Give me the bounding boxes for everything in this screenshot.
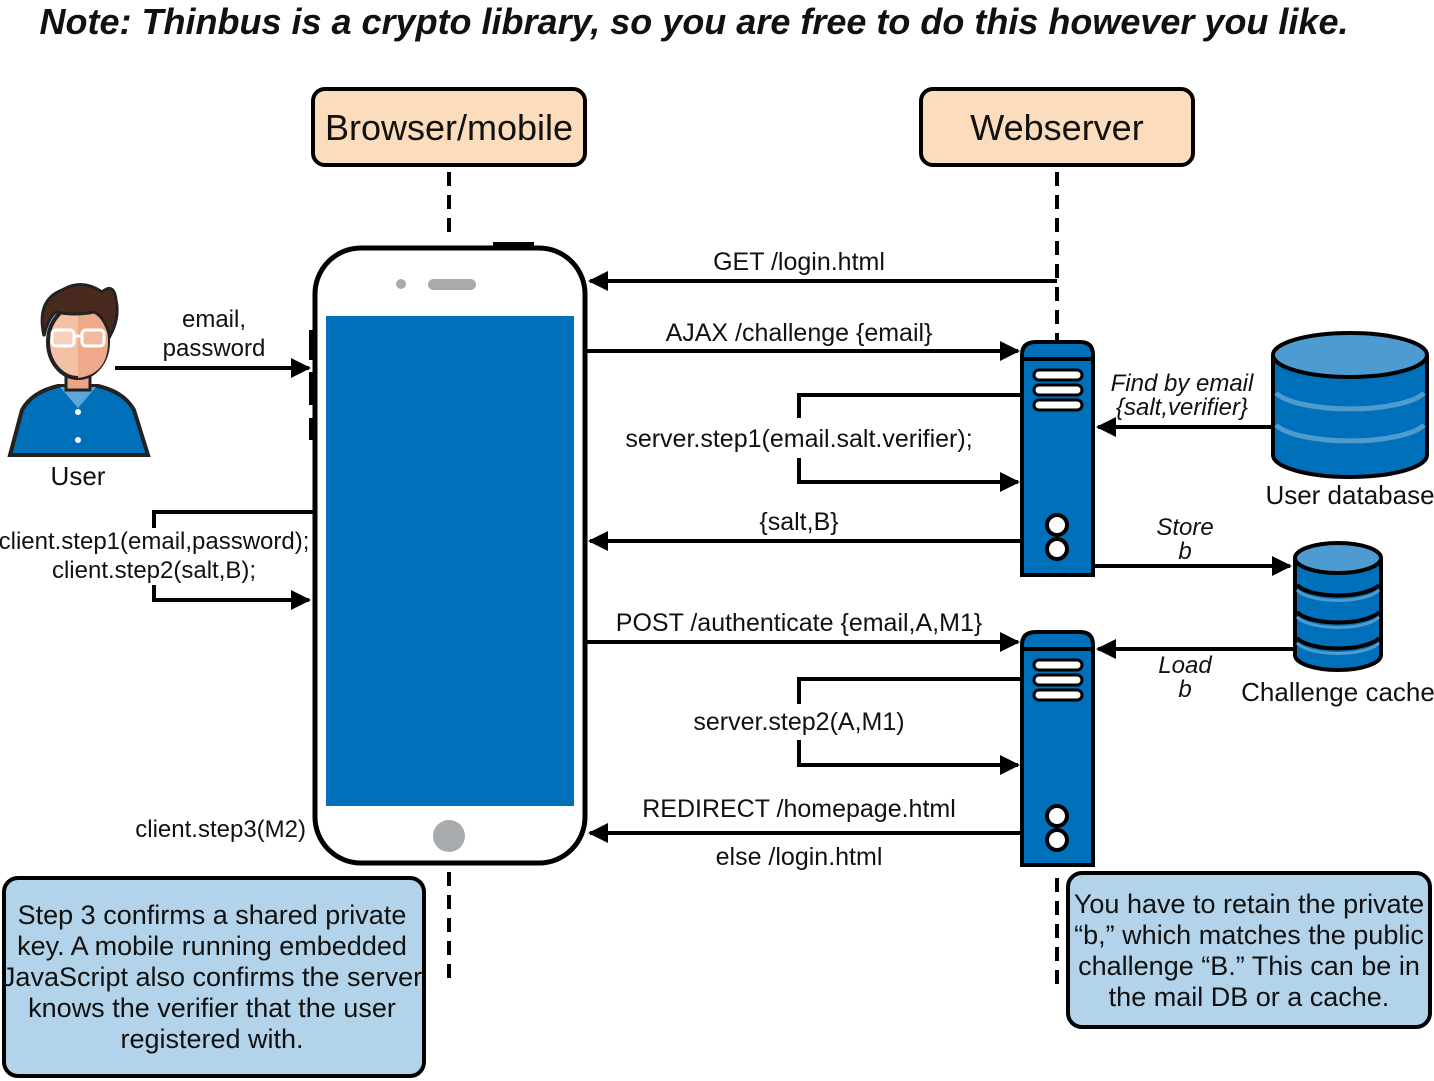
- msg-server-step1: server.step1(email.salt.verifier);: [625, 425, 972, 453]
- msg-else-login: else /login.html: [716, 843, 883, 871]
- user-label: User: [51, 461, 106, 491]
- msg-post-authenticate: POST /authenticate {email,A,M1}: [616, 609, 982, 637]
- diagram-title: Note: Thinbus is a crypto library, so yo…: [40, 1, 1349, 42]
- msg-client-step2: client.step2(salt,B);: [52, 557, 256, 584]
- note-right-line: “b,” which matches the public: [1074, 920, 1424, 950]
- arrow-server-step1: [797, 393, 1021, 482]
- server-icon-2: [1020, 630, 1095, 867]
- phone-home-button: [433, 820, 465, 852]
- msg-server-step2: server.step2(A,M1): [693, 708, 904, 736]
- msg-redirect: REDIRECT /homepage.html: [642, 795, 956, 823]
- msg-load-b-line1: Load: [1158, 652, 1212, 679]
- note-right: You have to retain the private “b,” whic…: [1066, 871, 1432, 1029]
- msg-ajax-challenge: AJAX /challenge {email}: [666, 319, 933, 347]
- note-left-line: registered with.: [120, 1024, 303, 1054]
- arrow-server-step2: [797, 677, 1021, 765]
- challenge-cache-label: Challenge cache: [1241, 677, 1434, 707]
- user-icon: [7, 283, 151, 457]
- note-left-line: JavaScript also confirms the server: [2, 962, 422, 992]
- lifeline-client-label: Browser/mobile: [325, 107, 573, 148]
- msg-store-b-line2: b: [1178, 538, 1191, 565]
- user-database-label: User database: [1265, 480, 1434, 510]
- msg-salt-b: {salt,B}: [759, 508, 838, 536]
- lifeline-header-server: Webserver: [919, 87, 1195, 167]
- note-left-line: key. A mobile running embedded: [17, 931, 407, 961]
- lifeline-server-label: Webserver: [970, 107, 1143, 148]
- user-database-icon: [1271, 331, 1429, 479]
- challenge-cache-icon: [1293, 541, 1383, 672]
- msg-client-step1: client.step1(email,password);: [0, 528, 309, 555]
- note-right-line: challenge “B.” This can be in: [1078, 951, 1420, 981]
- msg-client-step3: client.step3(M2): [135, 816, 306, 843]
- msg-user-input-line2: password: [163, 335, 266, 362]
- msg-find-by-email-line1: Find by email: [1111, 370, 1254, 397]
- arrow-client-steps: [152, 510, 313, 600]
- msg-find-by-email-line2: {salt,verifier}: [1116, 394, 1248, 421]
- note-left: Step 3 confirms a shared private key. A …: [2, 876, 426, 1078]
- phone-icon: [309, 242, 588, 866]
- note-right-line: the mail DB or a cache.: [1109, 982, 1390, 1012]
- msg-store-b-line1: Store: [1156, 514, 1213, 541]
- lifeline-header-client: Browser/mobile: [311, 87, 587, 167]
- msg-load-b-line2: b: [1178, 676, 1191, 703]
- note-left-line: Step 3 confirms a shared private: [18, 900, 407, 930]
- server-icon-1: [1020, 340, 1095, 577]
- msg-user-input-line1: email,: [182, 306, 246, 333]
- note-left-line: knows the verifier that the user: [28, 993, 396, 1023]
- note-right-line: You have to retain the private: [1074, 889, 1424, 919]
- phone-screen: [326, 316, 574, 806]
- msg-get-login: GET /login.html: [713, 248, 885, 276]
